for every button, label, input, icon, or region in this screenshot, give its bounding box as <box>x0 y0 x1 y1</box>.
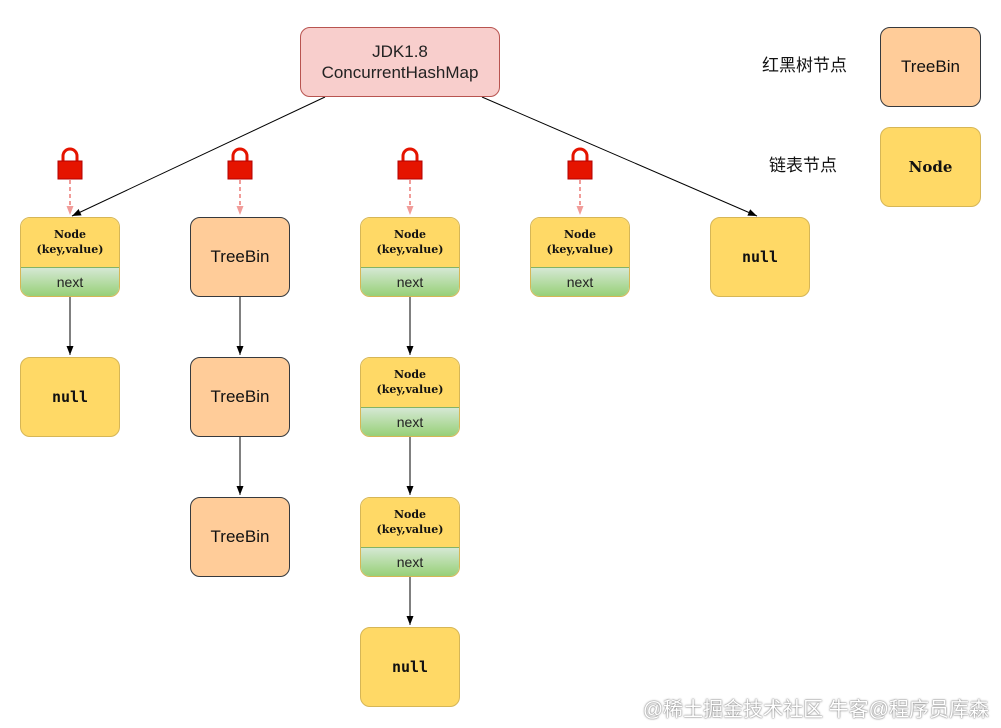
treebin-box: TreeBin <box>190 357 290 437</box>
edge-root-to-col1 <box>71 96 326 217</box>
node-title: Node <box>53 228 87 242</box>
null-box: null <box>20 357 120 437</box>
treebin-box: TreeBin <box>190 497 290 577</box>
legend-treebin-label: 红黑树节点 <box>762 56 847 75</box>
legend-treebin-swatch: TreeBin <box>880 27 981 107</box>
null-box: null <box>360 627 460 707</box>
root-concurrenthashmap: JDK1.8 ConcurrentHashMap <box>300 27 500 97</box>
node-key-value: (key,value) <box>376 243 444 257</box>
legend-node-swatch: Node <box>880 127 981 207</box>
node-next: next <box>361 546 459 576</box>
node-next: next <box>21 266 119 296</box>
padlock-icon <box>397 147 423 180</box>
node-box: Node (key,value) next <box>360 357 460 437</box>
null-box: null <box>710 217 810 297</box>
node-box: Node (key,value) next <box>360 497 460 577</box>
padlock-icon <box>57 147 83 180</box>
root-title-line2: ConcurrentHashMap <box>321 63 479 82</box>
watermark: @稀土掘金技术社区 牛客@程序员库森 <box>642 699 989 721</box>
node-next: next <box>361 406 459 436</box>
padlock-icon <box>227 147 253 180</box>
node-key-value: (key,value) <box>36 243 104 257</box>
node-box: Node (key,value) next <box>20 217 120 297</box>
node-title: Node <box>393 228 427 242</box>
edge-root-to-null <box>481 96 758 217</box>
node-key-value: (key,value) <box>546 243 614 257</box>
node-key-value: (key,value) <box>376 383 444 397</box>
node-box: Node (key,value) next <box>360 217 460 297</box>
node-box: Node (key,value) next <box>530 217 630 297</box>
node-title: Node <box>393 508 427 522</box>
root-title-line1: JDK1.8 <box>372 42 428 61</box>
legend-node-label: 链表节点 <box>769 156 837 175</box>
treebin-box: TreeBin <box>190 217 290 297</box>
node-next: next <box>361 266 459 296</box>
node-title: Node <box>563 228 597 242</box>
padlock-icon <box>567 147 593 180</box>
node-next: next <box>531 266 629 296</box>
node-title: Node <box>393 368 427 382</box>
node-key-value: (key,value) <box>376 523 444 537</box>
